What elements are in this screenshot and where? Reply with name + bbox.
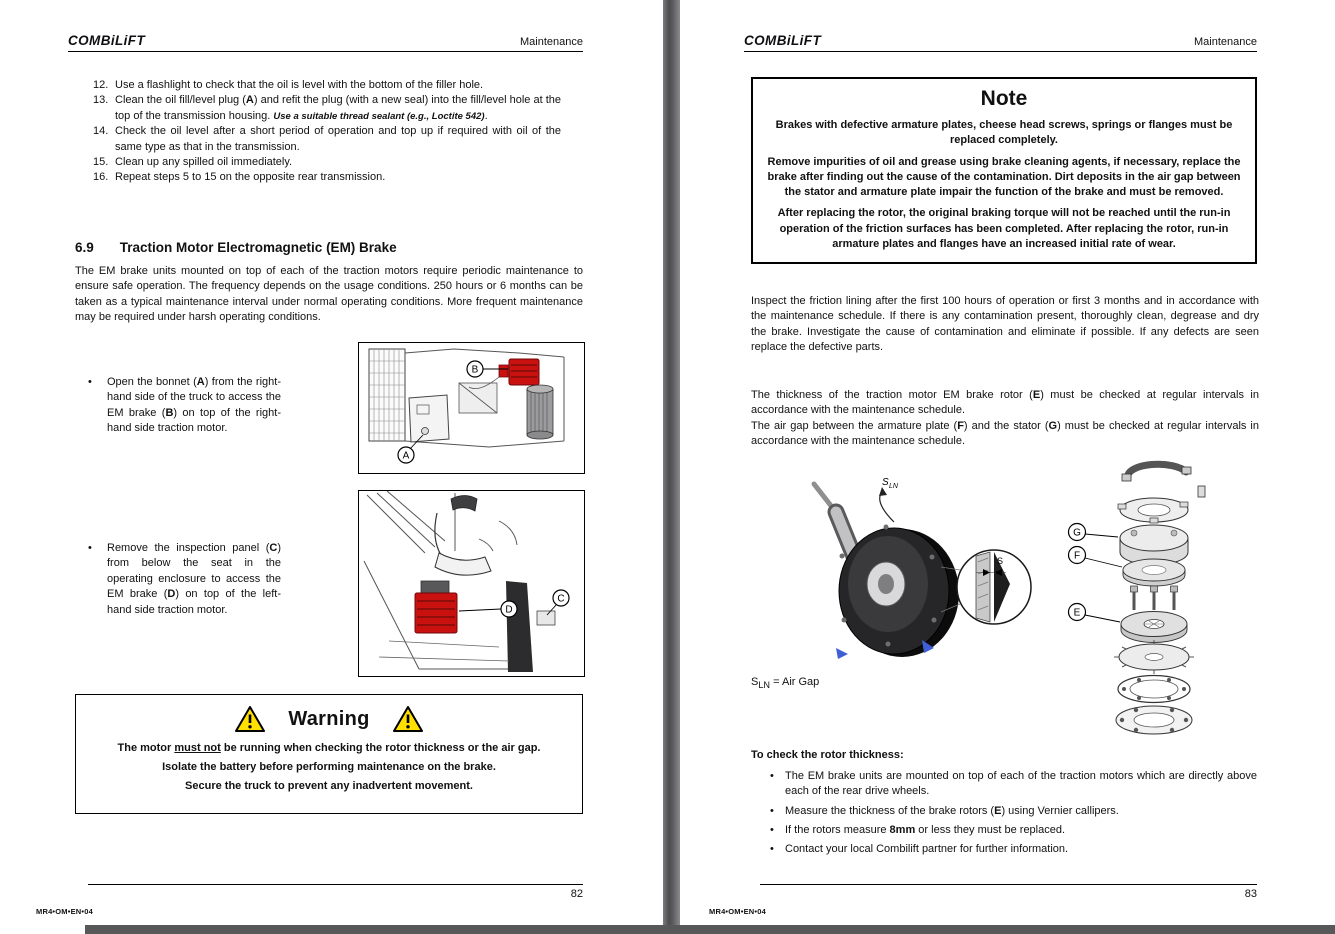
note-paragraph: After replacing the rotor, the original …	[777, 207, 1231, 251]
list-item-number: 13.	[93, 94, 109, 107]
bullet-marker: •	[770, 824, 774, 836]
figure-label-circle	[552, 589, 570, 607]
header-section-label: Maintenance	[1194, 36, 1257, 48]
figure-label-circle	[397, 446, 415, 464]
figure-label-circle	[1067, 522, 1087, 542]
brake-exploded-diagram: S LN S	[736, 452, 1256, 750]
bullet-text: If the rotors measure 8mm or less they m…	[785, 824, 1066, 836]
warning-line: Isolate the battery before performing ma…	[162, 761, 496, 773]
list-item-text: Clean up any spilled oil immediately.	[115, 156, 293, 169]
list-item-number: 12.	[93, 79, 109, 91]
rotor-thickness-paragraph: The thickness of the traction motor EM b…	[751, 389, 1259, 417]
list-item-text: Check the oil level after a short period…	[115, 125, 561, 153]
bullet-item: • Contact your local Combilift partner f…	[770, 842, 1257, 857]
page-gutter	[663, 0, 680, 934]
intro-paragraph: The EM brake units mounted on top of eac…	[75, 265, 583, 324]
bullet-item: • Remove the inspection panel (C) from b…	[88, 541, 281, 618]
header-section-label: Maintenance	[520, 36, 583, 48]
list-item-number: 16.	[93, 171, 109, 184]
check-rotor-heading: To check the rotor thickness:	[751, 749, 904, 761]
direction-arrow	[836, 648, 848, 659]
figure-label-circle	[500, 600, 518, 618]
note-box: Note Brakes with defective armature plat…	[751, 77, 1257, 265]
list-item-text: Use a flashlight to check that the oil i…	[115, 79, 484, 91]
note-title: Note	[980, 87, 1028, 110]
bullet-marker: •	[88, 376, 92, 388]
list-item: 13. Clean the oil fill/level plug (A) an…	[93, 93, 561, 124]
figure-label-a: A	[403, 451, 410, 462]
direction-arrow	[922, 640, 934, 653]
figure-bonnet-brake: B A	[358, 342, 585, 474]
page-number-rule	[88, 884, 583, 885]
warning-title-row: Warning	[88, 705, 570, 733]
figure-label-circle	[1067, 545, 1087, 565]
bullet-marker: •	[770, 770, 774, 782]
figure-label-e: E	[1074, 608, 1081, 619]
air-gap-paragraph: The air gap between the armature plate (…	[751, 420, 1259, 448]
bullet-item: • Measure the thickness of the brake rot…	[770, 804, 1257, 819]
footer-document-code: MR4•OM•EN•04	[36, 907, 93, 916]
list-item: 16. Repeat steps 5 to 15 on the opposite…	[93, 170, 561, 185]
bullet-marker: •	[770, 843, 774, 855]
page-left: COMBiLiFT Maintenance 12. Use a flashlig…	[0, 0, 663, 925]
bullet-item: • Open the bonnet (A) from the right-han…	[88, 375, 281, 437]
bullet-text: Remove the inspection panel (C) from bel…	[107, 542, 281, 616]
figure-label-c: C	[557, 594, 564, 605]
list-item-text: Repeat steps 5 to 15 on the opposite rea…	[115, 171, 386, 184]
figure-label-d: D	[505, 605, 512, 616]
list-item: 14. Check the oil level after a short pe…	[93, 124, 561, 155]
warning-icon	[392, 706, 423, 732]
figure-inspection-panel-brake: D C	[358, 490, 585, 677]
bullet-marker: •	[770, 805, 774, 817]
gap-annotation: S	[997, 556, 1003, 566]
page-right: COMBiLiFT Maintenance Note Brakes with d…	[680, 0, 1335, 925]
note-paragraph: Remove impurities of oil and grease usin…	[767, 155, 1241, 199]
numbered-list: 12. Use a flashlight to check that the o…	[93, 78, 561, 186]
page-number: 82	[570, 888, 583, 900]
note-paragraph: Brakes with defective armature plates, c…	[775, 119, 1233, 147]
air-gap-caption: SLN = Air Gap	[751, 676, 820, 691]
warning-box: Warning The motor must not be running wh…	[75, 694, 583, 814]
figure-label-b: B	[472, 365, 479, 376]
figure-label-g: G	[1073, 528, 1081, 539]
warning-icon	[235, 706, 266, 732]
figure-label-circle	[1067, 602, 1087, 622]
bullet-marker: •	[88, 542, 92, 554]
page-number-rule	[760, 884, 1257, 885]
list-item-number: 14.	[93, 125, 109, 138]
bullet-text: Measure the thickness of the brake rotor…	[785, 805, 1119, 817]
list-item: 15. Clean up any spilled oil immediately…	[93, 155, 561, 170]
page-number: 83	[1244, 888, 1257, 900]
friction-lining-paragraph: Inspect the friction lining after the fi…	[751, 295, 1259, 354]
brake-diagram-drawing: S LN S	[811, 460, 1206, 735]
bonnet-brake-drawing: B A	[368, 348, 565, 464]
list-item-number: 15.	[93, 156, 109, 169]
section-title: Traction Motor Electromagnetic (EM) Brak…	[119, 240, 397, 255]
warning-line: Secure the truck to prevent any inadvert…	[185, 780, 473, 792]
list-item: 12. Use a flashlight to check that the o…	[93, 78, 561, 93]
bullet-text: Open the bonnet (A) from the right-hand …	[107, 376, 281, 435]
inspection-panel-drawing: D C	[363, 491, 570, 672]
page-header: COMBiLiFT Maintenance	[744, 30, 1257, 52]
warning-title: Warning	[288, 707, 370, 730]
bullet-text: The EM brake units are mounted on top of…	[785, 770, 1257, 798]
combilift-logo: COMBiLiFT	[744, 33, 822, 48]
list-item-text: Clean the oil fill/level plug (A) and re…	[115, 94, 561, 122]
section-number: 6.9	[75, 240, 94, 255]
warning-line: The motor must not be running when check…	[117, 742, 541, 754]
bullet-text: Contact your local Combilift partner for…	[785, 843, 1069, 855]
page-header: COMBiLiFT Maintenance	[68, 30, 583, 52]
bullet-item: • If the rotors measure 8mm or less they…	[770, 823, 1257, 838]
combilift-logo: COMBiLiFT	[68, 33, 146, 48]
figure-label-f: F	[1074, 551, 1080, 562]
bullet-item: • The EM brake units are mounted on top …	[770, 769, 1257, 800]
sln-annotation-sub: LN	[889, 483, 899, 490]
background-strip	[85, 925, 1335, 934]
figure-label-circle	[466, 360, 484, 378]
section-heading: 6.9 Traction Motor Electromagnetic (EM) …	[75, 240, 397, 255]
sln-annotation: S	[882, 477, 889, 488]
footer-document-code: MR4•OM•EN•04	[709, 907, 766, 916]
